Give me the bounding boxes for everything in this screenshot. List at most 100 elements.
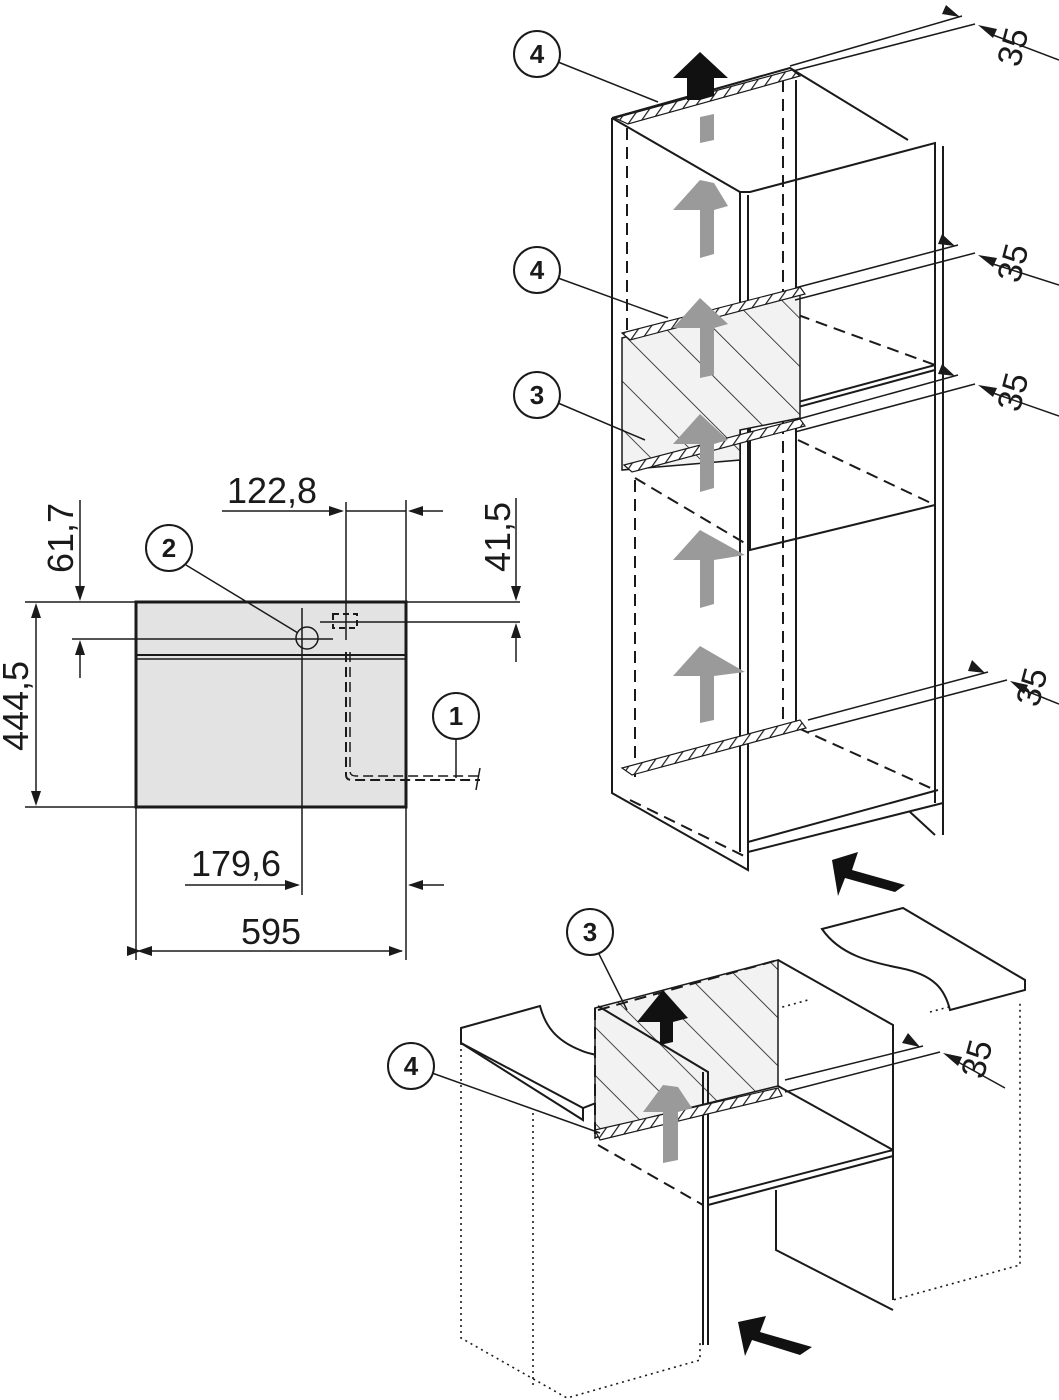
gap-dim-top: 35 (789, 5, 1059, 72)
gap-label: 35 (1009, 664, 1055, 710)
gap-line (784, 1045, 924, 1081)
vent-slot-bottom (620, 719, 808, 776)
hidden-line (597, 1144, 704, 1206)
appliance-niche (749, 363, 936, 552)
gap-arrow (978, 385, 997, 397)
gap-line (807, 679, 1008, 733)
callout-4-base-label: 4 (404, 1051, 419, 1081)
dim-outlet-top-label: 41,5 (477, 502, 518, 572)
gap-line (992, 392, 1059, 417)
hidden-line (797, 727, 936, 791)
hidden-line (634, 477, 749, 546)
gap-arrow (938, 234, 955, 246)
tall-unit-plinth-right (909, 811, 936, 836)
dim-arrow (329, 506, 344, 516)
dim-arrow (511, 623, 521, 638)
gap-arrow (968, 660, 985, 673)
callout-4a-label: 4 (530, 39, 545, 69)
dim-arrow (408, 880, 423, 890)
gap-dim-upper: 35 (794, 234, 1059, 301)
gap-arrow (943, 1053, 962, 1066)
airflow-arrow (673, 530, 745, 608)
callout-4-base-circle (387, 1042, 435, 1090)
airflow-out-arrow-base (637, 990, 688, 1045)
gap-arrow (978, 255, 997, 267)
steam-connection-symbol (295, 626, 319, 650)
dim-arrow (408, 506, 423, 516)
gap-line (794, 244, 959, 289)
drain-pipe (345, 652, 480, 781)
gap-dim-bottom: 35 (807, 660, 1059, 733)
gap-dim-base: 35 (784, 1033, 1006, 1093)
dim-arrow (31, 603, 41, 618)
callout-3-base-leader (597, 951, 628, 1011)
callout-3-leader (557, 402, 646, 441)
outlet-symbol (332, 613, 358, 629)
airflow-out-arrow (673, 52, 728, 100)
gap-line (992, 263, 1059, 286)
plinth (775, 1190, 894, 1311)
right-worktop (820, 906, 1026, 1012)
dim-connection-top-label: 61,7 (40, 503, 81, 573)
callout-2-leader (185, 564, 299, 634)
hidden-line (594, 959, 779, 1138)
callout-1-label: 1 (449, 701, 463, 731)
hidden-line (797, 439, 936, 506)
gap-line (957, 1061, 1006, 1089)
tall-unit-bottom-shelf-edge (747, 802, 944, 853)
drain-pipe-inner (349, 652, 478, 777)
vent-slot-base (594, 1087, 783, 1141)
gap-line (992, 34, 1059, 61)
callout-4-base-leader (431, 1072, 601, 1134)
vent-slot-lower (622, 418, 806, 473)
hidden-line (797, 314, 936, 366)
dim-width-label: 595 (241, 911, 301, 952)
gap-line (794, 374, 959, 421)
gap-label: 35 (990, 240, 1036, 286)
left-worktop-edge (460, 1042, 584, 1122)
gap-arrow (942, 5, 960, 17)
hidden-line (629, 799, 749, 859)
gap-line (789, 15, 963, 67)
gap-line (1023, 689, 1059, 705)
dim-outlet-right-label: 122,8 (227, 470, 317, 511)
gap-arrow (1010, 681, 1028, 694)
airflow-arrow (700, 114, 714, 143)
airflow-arrow (673, 180, 728, 258)
airflow-arrow (673, 414, 728, 492)
gap-arrow (978, 25, 997, 38)
base-unit-drawing: 35 3 4 (387, 906, 1026, 1399)
gap-arrow (902, 1033, 920, 1047)
tall-unit-bottom-shelf-front (747, 789, 939, 843)
callout-3-label: 3 (530, 380, 544, 410)
callout-2-circle (145, 524, 193, 572)
gap-label: 35 (954, 1036, 1000, 1082)
dim-height-label: 444,5 (0, 661, 36, 751)
tall-unit-top-front (611, 117, 936, 803)
air-intake-arrow (832, 852, 905, 896)
callout-4a-circle (513, 30, 561, 78)
callout-4b-leader (557, 277, 669, 319)
appliance-front (134, 600, 408, 809)
dim-connection-right-label: 179,6 (191, 843, 281, 884)
callout-4a-leader (557, 61, 659, 103)
callout-3-base-label: 3 (583, 917, 597, 947)
niche-right-side (777, 959, 894, 1300)
gap-line (794, 383, 976, 433)
tall-unit-left-side (611, 118, 749, 872)
gap-arrow (938, 364, 955, 376)
dim-arrow (31, 791, 41, 806)
front-view-drawing: 595 179,6 122,8 444,5 61,7 41,5 (0, 470, 521, 960)
callout-4b-label: 4 (530, 255, 545, 285)
niche-floor-back (777, 1085, 894, 1151)
gap-label: 35 (990, 369, 1036, 415)
callout-3-base-circle (566, 908, 614, 956)
gap-label: 35 (990, 24, 1036, 70)
gap-line (792, 23, 976, 72)
tall-unit-drawing: 35 35 35 35 4 (513, 5, 1059, 896)
dim-arrow (75, 640, 85, 655)
dim-arrow (511, 586, 521, 601)
gap-line (807, 671, 989, 721)
dim-arrow (285, 880, 300, 890)
